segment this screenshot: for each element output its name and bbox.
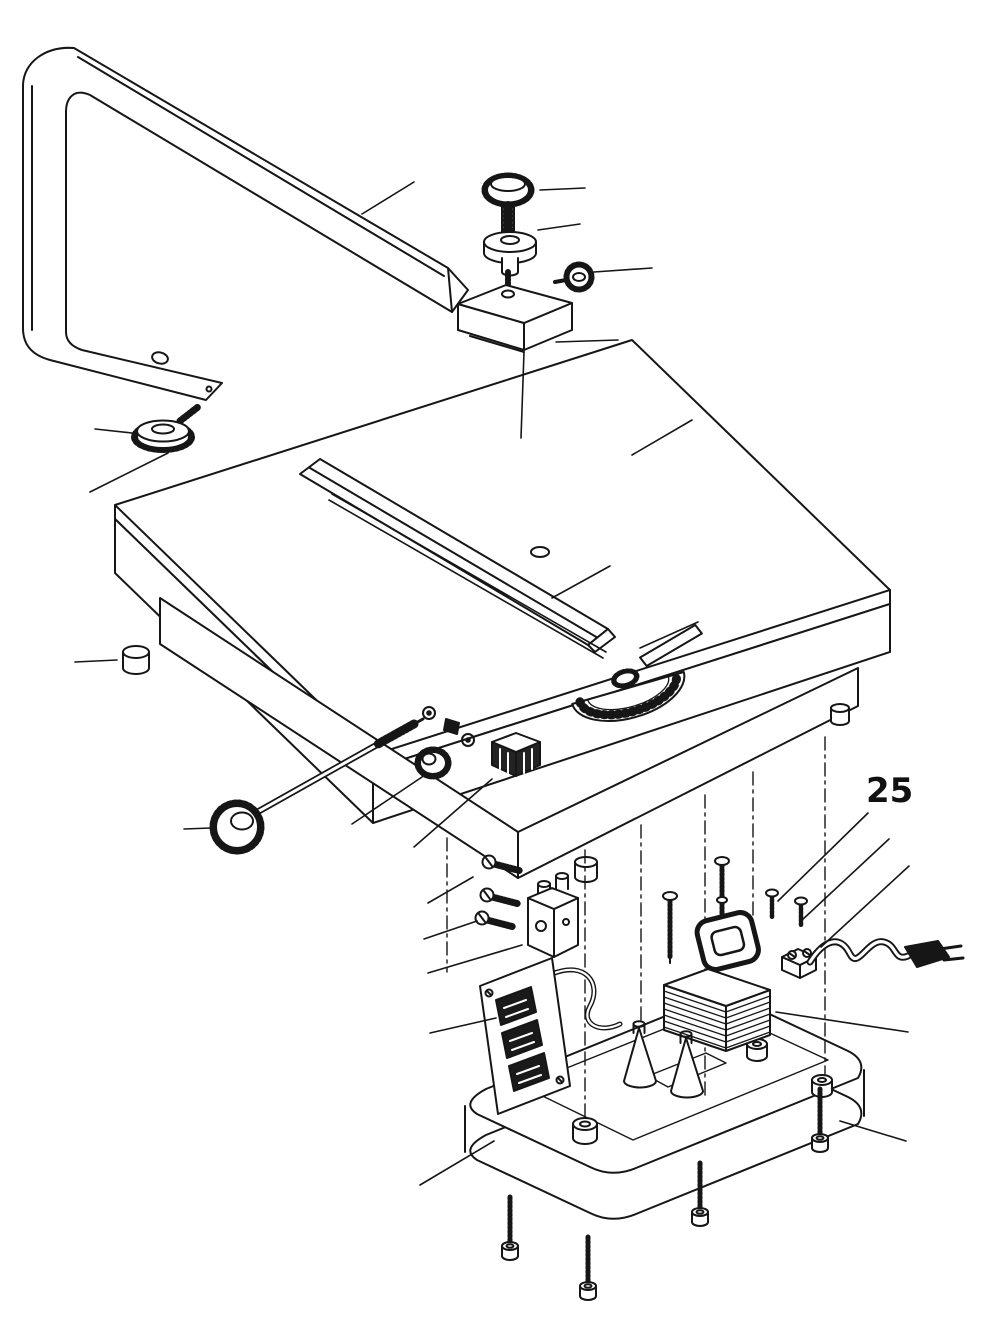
leader-line	[777, 812, 869, 902]
overarm	[22, 46, 469, 401]
leader-line	[839, 1120, 907, 1142]
tension-shaft-knob	[414, 746, 452, 780]
leader-line	[89, 452, 169, 493]
leader-line	[555, 339, 619, 343]
leader-line	[74, 659, 118, 663]
knob-stud	[176, 403, 202, 425]
brush-rod	[183, 717, 425, 855]
protractor-ticks	[575, 669, 681, 720]
callout-25: 25	[775, 771, 913, 1033]
plug	[904, 940, 950, 968]
leader-line	[429, 1017, 497, 1034]
miter-knob	[611, 668, 640, 689]
leader-line	[427, 876, 474, 904]
switch-panel	[429, 957, 623, 1115]
plug-prongs	[938, 944, 965, 962]
under-housing-right	[517, 667, 859, 879]
spacer-cap	[122, 645, 150, 675]
leader-line	[419, 1140, 495, 1186]
bearing-block	[427, 872, 579, 974]
arm-foot-hole	[151, 351, 169, 365]
leader-line	[639, 621, 699, 649]
leader-line	[413, 778, 493, 848]
clamp-washer	[483, 231, 537, 277]
vibration-mounts	[623, 1020, 704, 1099]
leader-line	[800, 838, 890, 922]
leveling-knob	[89, 403, 202, 493]
power-cord	[806, 938, 965, 968]
rod-threads	[373, 719, 419, 749]
table-top	[114, 339, 891, 756]
brush-knob	[209, 799, 265, 855]
motor-wire	[549, 967, 623, 1031]
base-screws	[501, 1086, 907, 1301]
leader-line	[631, 419, 693, 456]
leader-line	[537, 223, 581, 231]
callout-25-label: 25	[866, 771, 913, 811]
blade-holder-bracket	[457, 284, 573, 353]
leader-line	[183, 827, 212, 830]
leader-line	[593, 267, 653, 273]
leader-line	[94, 428, 133, 434]
table-slot	[328, 493, 607, 659]
tension-knob	[481, 172, 535, 236]
leader-line	[427, 944, 523, 974]
leader-line	[361, 181, 415, 215]
base-housing	[419, 996, 865, 1220]
leader-line	[423, 920, 478, 940]
blade-clamp-pin	[443, 718, 460, 735]
miter-gauge	[571, 624, 703, 722]
mount-screws	[423, 854, 525, 940]
miter-bar	[639, 624, 703, 668]
leader-line	[539, 187, 586, 191]
table-assembly	[74, 339, 891, 883]
motor-armature	[694, 910, 761, 973]
table-hole	[530, 546, 550, 558]
blade-tension-assembly	[457, 172, 653, 439]
motor	[663, 896, 771, 1052]
housing-foot	[574, 703, 850, 883]
lock-thumbscrew	[553, 261, 595, 293]
fence-rail	[299, 458, 616, 659]
leader-line	[820, 865, 910, 948]
motor-laminations	[663, 990, 771, 1049]
apron-holes	[422, 706, 475, 747]
leader-line	[351, 772, 429, 825]
leader-line	[551, 565, 611, 599]
blade-line	[520, 351, 525, 439]
terminal-screws	[765, 888, 808, 929]
power-switch	[491, 732, 541, 777]
leader-line	[775, 1011, 909, 1033]
center-lines-front	[584, 1003, 826, 1119]
